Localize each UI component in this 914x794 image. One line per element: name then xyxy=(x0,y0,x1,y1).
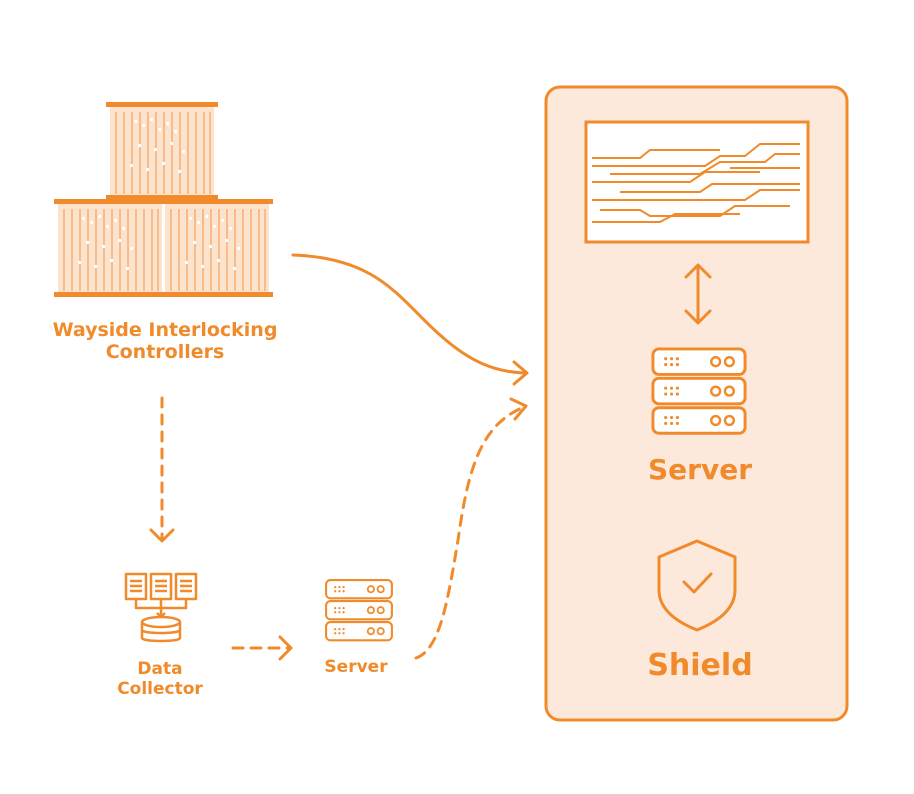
direct-connection-arrow xyxy=(291,253,529,386)
data-collector-icon xyxy=(124,572,198,643)
server-small-icon xyxy=(325,579,393,642)
track-layout-screen-icon xyxy=(584,120,810,244)
server-to-panel-arrow xyxy=(414,397,528,660)
shield-label: Shield xyxy=(647,648,753,683)
collector-feed-arrow xyxy=(149,396,175,543)
server-small-label: Server xyxy=(324,657,388,677)
shield-check-icon xyxy=(657,539,737,632)
data-collector-label: Data Collector xyxy=(117,659,203,699)
collector-to-server-arrow xyxy=(231,635,293,661)
rack-cabinet-icon xyxy=(53,101,274,298)
bidirectional-arrow xyxy=(684,263,712,325)
server-big-label: Server xyxy=(647,453,752,486)
wayside-controllers-label: Wayside Interlocking Controllers xyxy=(52,319,278,363)
server-big-icon xyxy=(651,347,747,435)
